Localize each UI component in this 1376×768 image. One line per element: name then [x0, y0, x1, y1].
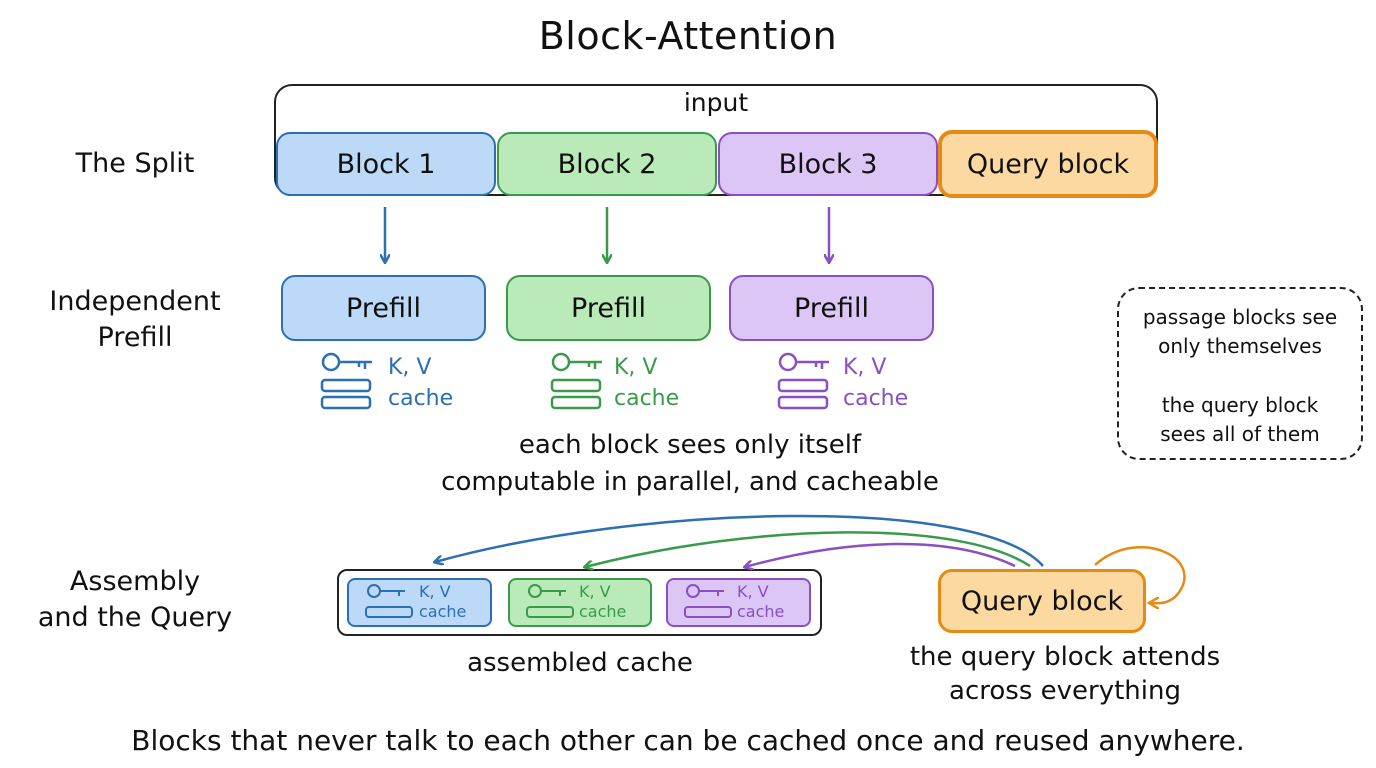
query-caption: the query block attends across everythin… [885, 640, 1245, 708]
self-loop-arrow-icon [1094, 546, 1186, 603]
note-line-2b: sees all of them [1160, 422, 1320, 446]
prefill-caption-line-1: each block sees only itself [518, 430, 862, 460]
query-block-top: Query block [938, 130, 1158, 198]
curved-arrow-icon [585, 531, 1031, 567]
kv-label: K, V [614, 355, 658, 380]
kv-label: K, V [737, 582, 769, 601]
block-3: Block 3 [718, 132, 938, 196]
database-stack-icon [526, 606, 574, 618]
database-stack-icon [684, 606, 732, 618]
curved-arrow-icon [745, 542, 1016, 567]
key-icon [321, 352, 372, 372]
row-label-prefill: Independent Prefill [30, 284, 240, 356]
prefill-caption: each block sees only itself computable i… [360, 427, 1020, 501]
curved-arrow-icon [435, 514, 1044, 567]
kv-cache-label-2: K, V cache [614, 352, 679, 414]
database-stack-icon [777, 378, 829, 410]
prefill-box-3: Prefill [729, 275, 934, 341]
side-note: passage blocks see only themselves the q… [1117, 287, 1363, 460]
row-label-assembly-line-1: Assembly [69, 566, 201, 597]
prefill-box-2: Prefill [506, 275, 711, 341]
cache-label: cache [737, 602, 785, 621]
assembled-cache-caption: assembled cache [467, 648, 693, 678]
note-line-2a: the query block [1161, 393, 1319, 417]
row-label-prefill-line-2: Prefill [97, 322, 173, 353]
cache-label: cache [614, 386, 680, 411]
row-label-assembly-line-2: and the Query [37, 602, 233, 633]
row-label-assembly: Assembly and the Query [10, 564, 260, 636]
query-caption-line-2: across everything [949, 676, 1181, 706]
mini-kv-label-1: K, V cache [419, 582, 466, 622]
cache-label: cache [419, 602, 467, 621]
cache-label: cache [388, 386, 454, 411]
row-label-prefill-line-1: Independent [49, 286, 221, 317]
database-stack-icon [320, 378, 372, 410]
kv-label: K, V [388, 355, 432, 380]
note-line-1a: passage blocks see [1142, 305, 1338, 329]
query-block-bottom: Query block [938, 569, 1146, 633]
key-icon [686, 584, 724, 598]
database-stack-icon [365, 606, 413, 618]
query-caption-line-1: the query block attends [909, 642, 1221, 672]
key-icon [778, 352, 829, 372]
kv-cache-label-1: K, V cache [388, 352, 453, 414]
input-label: input [683, 88, 749, 117]
footer-statement: Blocks that never talk to each other can… [131, 724, 1245, 757]
database-stack-icon [550, 378, 602, 410]
mini-kv-label-2: K, V cache [579, 582, 626, 622]
kv-label: K, V [843, 355, 887, 380]
block-1: Block 1 [276, 132, 496, 196]
assembled-cache-frame [337, 569, 822, 636]
block-2: Block 2 [497, 132, 717, 196]
key-icon [528, 584, 566, 598]
note-line-1b: only themselves [1158, 334, 1322, 358]
key-icon [367, 584, 405, 598]
kv-label: K, V [579, 582, 611, 601]
key-icon [551, 352, 602, 372]
row-label-split: The Split [75, 148, 195, 179]
diagram-title: Block-Attention [538, 14, 838, 58]
prefill-box-1: Prefill [281, 275, 486, 341]
kv-cache-label-3: K, V cache [843, 352, 908, 414]
prefill-caption-line-2: computable in parallel, and cacheable [441, 467, 939, 497]
cache-label: cache [579, 602, 627, 621]
mini-kv-label-3: K, V cache [737, 582, 784, 622]
cache-label: cache [843, 386, 909, 411]
kv-label: K, V [419, 582, 451, 601]
